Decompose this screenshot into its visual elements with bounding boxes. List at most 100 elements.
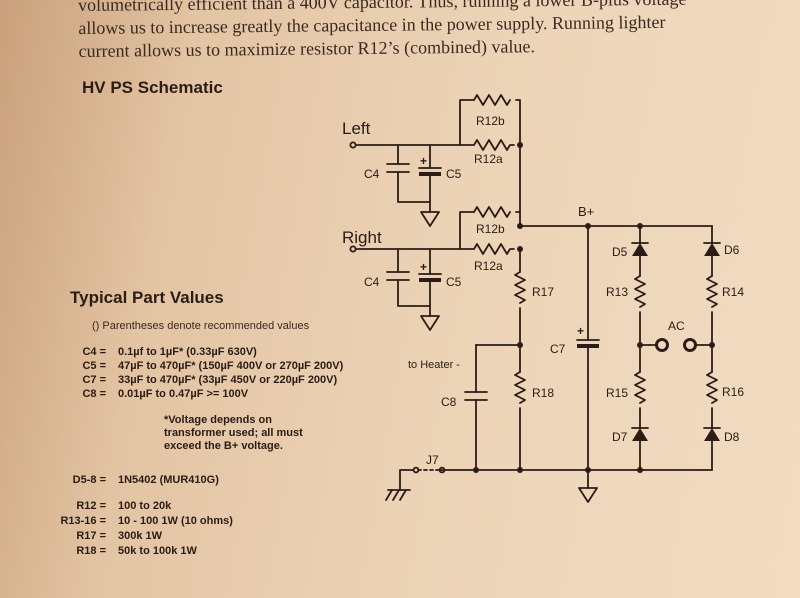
label-right: Right [342,228,382,247]
label-plus: + [577,324,584,338]
label-r12b: R12b [476,222,505,236]
schematic-heading: HV PS Schematic [82,78,223,97]
label-d6: D6 [724,243,740,257]
label-ac: AC [668,319,685,333]
junction-dot [517,223,523,229]
part-value: 1N5402 (MUR410G) [118,474,219,486]
chassis-ground-icon [399,489,407,501]
wire [459,99,475,146]
right-channel [349,206,521,331]
label-to-heater: to Heater - [408,359,460,371]
diode-values: D5-8 = 1N5402 (MUR410G) [42,474,342,490]
label-d8: D8 [724,430,740,444]
part-label: C8 = [82,388,106,400]
part-value: 0.01µF to 0.47µF >= 100V [118,388,249,400]
label-c4: C4 [364,275,380,289]
junction-dot [517,142,523,148]
voltage-note: *Voltage depends on transformer used; al… [164,414,303,453]
label-c7: C7 [550,342,566,356]
junction-dot [517,246,523,252]
right-input-terminal [349,245,357,253]
label-r12a: R12a [474,152,503,166]
capacitor-c7 [577,344,599,348]
label-c4: C4 [364,167,380,181]
ground-bus [385,466,713,501]
ac-terminal-right [683,338,697,352]
diode-d6 [704,243,720,256]
wire [519,144,713,227]
junction-dot [637,467,643,473]
resistor-r12a-left [459,139,515,151]
junction-dot [517,467,523,473]
part-value: 33µF to 470µF* (33µF 450V or 220µF 200V) [118,374,338,386]
label-r17: R17 [532,285,554,299]
resistor-r12b-right [473,206,511,218]
left-channel [349,94,521,227]
chassis-ground-icon [385,489,393,501]
part-label: R17 = [76,530,106,542]
capacitor-c5-right [419,278,441,282]
resistor-r18 [514,371,526,404]
label-r12a: R12a [474,259,503,273]
heater-filter [464,344,521,471]
wire [515,99,521,146]
label-d7: D7 [612,430,628,444]
part-label: R13-16 = [60,515,106,527]
voltage-note-line: exceed the B+ voltage. [164,440,283,452]
junction-dot [585,223,591,229]
wire [459,211,475,250]
part-label: C4 = [82,346,106,358]
resistor-values: R12 = 100 to 20k R13-16 = 10 - 100 1W (1… [42,500,342,560]
label-c5: C5 [446,167,462,181]
diode-d5 [632,243,648,256]
label-d5: D5 [612,245,628,259]
capacitor-values: C4 = 0.1µf to 1µF* (0.33µF 630V) C5 = 47… [42,346,402,406]
wire [397,171,431,203]
diode-d8 [704,428,720,441]
part-label: D5-8 = [72,474,106,486]
label-plus: + [420,154,427,168]
part-label: C5 = [82,360,106,372]
label-r13: R13 [606,285,628,299]
resistor-r17 [514,271,526,304]
label-r12b: R12b [476,114,505,128]
junction-dot [473,467,479,473]
ground-icon [578,487,598,503]
label-r18: R18 [532,386,554,400]
resistor-r12b-left [473,94,511,106]
label-c5: C5 [446,275,462,289]
part-value: 100 to 20k [118,500,172,512]
label-bplus: B+ [578,204,594,219]
resistor-r12a-right [459,243,515,255]
ac-input [639,338,713,352]
junction-dot [637,223,643,229]
wire [399,469,414,491]
diode-d7 [632,428,648,441]
capacitor-c5-left [419,172,441,176]
resistor-r13 [634,275,646,308]
b-plus-rail [514,142,713,471]
label-c8: C8 [441,395,457,409]
part-label: R18 = [76,545,106,557]
parentheses-note: () Parentheses denote recommended values [92,320,310,332]
part-value: 10 - 100 1W (10 ohms) [118,515,233,527]
part-label: R12 = [76,500,106,512]
part-label: C7 = [82,374,106,386]
label-left: Left [342,119,371,138]
resistor-r16 [706,371,718,404]
label-r16: R16 [722,385,744,399]
part-value: 300k 1W [118,530,163,542]
reservoir-cap [576,223,600,503]
resistor-r15 [634,371,646,404]
resistor-r14 [706,275,718,308]
left-input-terminal [349,141,357,149]
bridge-right-leg [703,225,721,471]
part-value: 47µF to 470µF* (150µF 400V or 270µF 200V… [118,360,344,372]
voltage-note-line: *Voltage depends on [164,414,272,426]
jumper-j7-terminal [438,466,446,474]
bridge-left-leg [631,223,649,471]
label-j7: J7 [426,453,439,467]
wire [397,279,431,307]
ac-terminal-left [655,338,669,352]
